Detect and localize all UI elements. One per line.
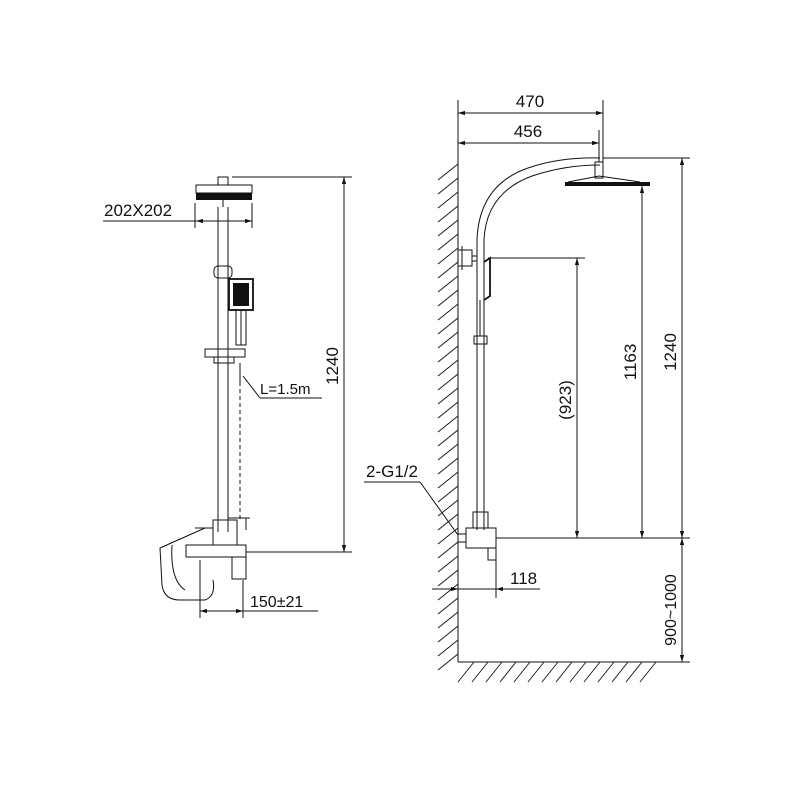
wall-hatch-line xyxy=(437,443,459,461)
rain-head-side xyxy=(565,161,650,186)
hose-length-label: L=1.5m xyxy=(260,381,310,398)
wall-hatch-line xyxy=(437,541,459,559)
head-size-label: 202X202 xyxy=(104,201,172,220)
floor-hatch-line xyxy=(485,661,503,683)
wall-hatch-line xyxy=(437,513,459,531)
floor-hatch-line xyxy=(625,661,643,683)
total-height-front-label: 1240 xyxy=(323,347,342,385)
wall-hatch-line xyxy=(437,275,459,293)
head-1163-label: 1163 xyxy=(621,344,640,381)
arm-470-label: 470 xyxy=(516,92,544,111)
riser-pipe xyxy=(213,207,233,532)
floor-hatch-line xyxy=(611,661,629,683)
wall-hatch-line xyxy=(437,387,459,405)
wall-hatch-line xyxy=(437,611,459,629)
dimension-arm-456: 456 xyxy=(458,122,600,162)
dimension-arm-470: 470 xyxy=(457,92,604,176)
wall-hatch-line xyxy=(437,639,459,657)
dimension-inlet-spacing: 150±21 xyxy=(199,560,318,618)
mixer-valve xyxy=(159,517,250,601)
floor-hatch-line xyxy=(597,661,615,683)
wall-hatch-line xyxy=(437,457,459,475)
total-height-side-label: 1240 xyxy=(661,333,680,371)
wall-hatch-line xyxy=(437,289,459,307)
wall-hatch-line xyxy=(437,247,459,265)
wall-hatch-line xyxy=(437,331,459,349)
floor-hatch-line xyxy=(541,661,559,683)
inlet-leader: 2-G1/2 xyxy=(364,462,459,536)
wall-hatch-line xyxy=(437,163,459,181)
wall-hatch-line xyxy=(437,345,459,363)
wall-hatch-line xyxy=(437,653,459,671)
wall-offset-label: 118 xyxy=(510,569,537,588)
floor-hatch-line xyxy=(555,661,573,683)
wall-hatch-line xyxy=(437,401,459,419)
floor-hatch-line xyxy=(471,661,489,683)
inlet-label: 2-G1/2 xyxy=(366,462,418,481)
floor-hatch-line xyxy=(527,661,545,683)
mount-height-label: 900~1000 xyxy=(663,574,680,646)
floor-hatch-line xyxy=(499,661,517,683)
hand-shower xyxy=(228,278,254,346)
dimension-total-height-side: 1240 xyxy=(661,158,685,538)
hose-length-leader: L=1.5m xyxy=(242,375,322,399)
wall-hatch-line xyxy=(437,373,459,391)
wall-hatch-line xyxy=(437,303,459,321)
wall-hatch-line xyxy=(437,625,459,643)
wall-hatch-line xyxy=(437,261,459,279)
front-view: 202X202 1240 L=1.5m 150±21 xyxy=(103,176,352,618)
wall-hatch-line xyxy=(437,177,459,195)
dimension-wall-offset-118: 118 xyxy=(432,560,540,598)
wall-hatch-line xyxy=(437,499,459,517)
handshower-923-label: (923) xyxy=(556,380,575,420)
shower-arm xyxy=(476,157,601,258)
wall-hatch-line xyxy=(437,471,459,489)
wall-hatch-line xyxy=(437,555,459,573)
dimension-handshower-923: (923) xyxy=(556,258,580,538)
wall-hatch-line xyxy=(437,317,459,335)
dimension-head-size: 202X202 xyxy=(103,201,253,228)
dimension-head-1163: 1163 xyxy=(621,186,645,538)
wall xyxy=(437,163,657,683)
wall-hatch-line xyxy=(437,485,459,503)
hand-shower-holder xyxy=(204,348,246,364)
side-view: 2-G1/2 470 456 (923) 1163 xyxy=(364,92,690,683)
floor-hatch-line xyxy=(513,661,531,683)
wall-bracket-top xyxy=(457,246,477,270)
floor-hatch-line xyxy=(583,661,601,683)
rain-shower-head xyxy=(195,176,253,207)
wall-hatch-line xyxy=(437,359,459,377)
wall-hatch-line xyxy=(437,191,459,209)
wall-hatch-line xyxy=(437,233,459,251)
inlet-spacing-label: 150±21 xyxy=(250,594,303,611)
floor-hatch-line xyxy=(639,661,657,683)
dimension-mount-height: 900~1000 xyxy=(663,538,685,662)
wall-hatch-line xyxy=(437,597,459,615)
wall-hatch-line xyxy=(437,569,459,587)
wall-hatch-line xyxy=(437,415,459,433)
floor-hatch-line xyxy=(569,661,587,683)
wall-hatch-line xyxy=(437,205,459,223)
arm-456-label: 456 xyxy=(514,122,542,141)
wall-hatch-line xyxy=(437,219,459,237)
riser-pipe-side xyxy=(473,256,491,530)
wall-hatch-line xyxy=(437,429,459,447)
floor-hatch-line xyxy=(457,661,475,683)
dimension-total-height-front: 1240 xyxy=(232,176,352,553)
wall-hatch-line xyxy=(437,583,459,601)
